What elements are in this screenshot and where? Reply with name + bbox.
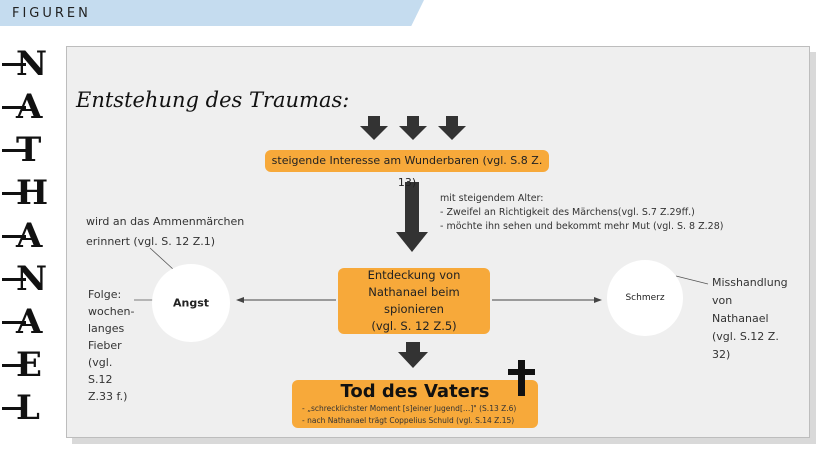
down-arrow-icon <box>360 116 388 140</box>
note-line: Misshandlung <box>712 276 788 289</box>
side-letter: N <box>0 44 50 87</box>
note-line: S.12 <box>88 373 113 386</box>
right-arrow-icon <box>492 297 602 303</box>
age-note-item: - Zweifel an Richtigkeit des Märchens(vg… <box>440 207 695 218</box>
letter-bar <box>2 63 26 66</box>
letter-bar <box>2 149 26 152</box>
discovery-box: Entdeckung von Nathanael beim spionieren… <box>338 268 490 334</box>
note-line: wochen- <box>88 305 135 318</box>
down-arrow-icon <box>396 182 428 252</box>
connector-line <box>675 275 709 285</box>
schmerz-label: Schmerz <box>625 293 665 303</box>
down-arrow-icon <box>398 342 428 368</box>
side-letter: E <box>0 345 50 388</box>
side-letter: N <box>0 259 50 302</box>
letter-bar <box>2 106 26 109</box>
age-note-heading: mit steigendem Alter: <box>440 193 544 204</box>
note-line: (vgl. <box>88 356 113 369</box>
age-note-item: - möchte ihn sehen und bekommt mehr Mut … <box>440 221 724 232</box>
schmerz-note: Misshandlung von Nathanael (vgl. S.12 Z.… <box>712 274 788 364</box>
discovery-line: Nathanael beim spionieren <box>368 285 460 316</box>
note-line: (vgl. S.12 Z. <box>712 330 779 343</box>
side-letter: A <box>0 216 50 259</box>
age-note: mit steigendem Alter: - Zweifel an Richt… <box>440 192 723 234</box>
left-arrow-icon <box>236 297 336 303</box>
side-letter: T <box>0 130 50 173</box>
letter-bar <box>2 192 26 195</box>
letter-glyph: A <box>16 216 43 256</box>
interest-box: steigende Interesse am Wunderbaren (vgl.… <box>265 150 549 189</box>
side-letter: A <box>0 302 50 345</box>
note-line: Fieber <box>88 339 122 352</box>
letter-glyph: N <box>16 44 48 84</box>
father-death-note: - nach Nathanael trägt Coppelius Schuld … <box>302 416 515 425</box>
note-line: Z.33 f.) <box>88 390 128 403</box>
letter-glyph: A <box>16 87 43 127</box>
header-band <box>0 0 424 26</box>
father-death-title: Tod des Vaters <box>340 381 490 402</box>
diagram-title: Entstehung des Traumas: <box>76 88 350 112</box>
cross-icon <box>508 360 535 396</box>
angst-reminder-note: wird an das Ammenmärchen erinnert (vgl. … <box>86 212 244 252</box>
discovery-line: (vgl. S. 12 Z.5) <box>371 319 457 333</box>
letter-bar <box>2 278 26 281</box>
note-line: von <box>712 294 733 307</box>
letter-glyph: T <box>16 130 42 170</box>
side-letter: A <box>0 87 50 130</box>
vertical-name-nathanael: N A T H A N A E L <box>0 44 50 431</box>
schmerz-circle: Schmerz <box>607 260 683 336</box>
father-death-box: Tod des Vaters - „schrecklichster Moment… <box>292 380 538 428</box>
down-arrow-icon <box>399 116 427 140</box>
discovery-line: Entdeckung von <box>367 268 461 282</box>
note-line: Folge: <box>88 288 122 301</box>
letter-glyph: L <box>16 388 40 428</box>
note-line: Nathanael <box>712 312 769 325</box>
diagram-card <box>66 46 810 438</box>
letter-bar <box>2 407 26 410</box>
father-death-note: - „schrecklichster Moment [s]einer Jugen… <box>302 404 517 413</box>
letter-bar <box>2 364 26 367</box>
note-line: erinnert (vgl. S. 12 Z.1) <box>86 235 216 248</box>
letter-glyph: N <box>16 259 48 299</box>
angst-consequence-note: Folge: wochen- langes Fieber (vgl. S.12 … <box>88 286 134 405</box>
note-line: wird an das Ammenmärchen <box>86 215 245 228</box>
letter-glyph: E <box>16 345 42 385</box>
note-line: 32) <box>712 348 731 361</box>
letter-glyph: A <box>16 302 43 342</box>
down-arrow-icon <box>438 116 466 140</box>
note-line: langes <box>88 322 125 335</box>
letter-glyph: H <box>16 173 49 213</box>
side-letter: H <box>0 173 50 216</box>
section-title: FIGUREN <box>12 6 91 21</box>
angst-circle: Angst <box>152 264 230 342</box>
letter-bar <box>2 321 26 324</box>
connector-line <box>149 247 175 271</box>
angst-label: Angst <box>172 296 210 310</box>
side-letter: L <box>0 388 50 431</box>
letter-bar <box>2 235 26 238</box>
